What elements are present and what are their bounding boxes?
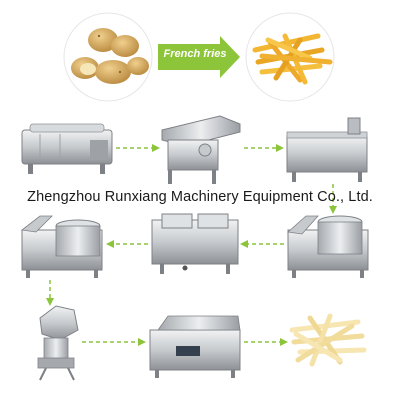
potato-circle: [63, 12, 153, 102]
dewatering-icon: [287, 215, 369, 278]
fries-illustration: [245, 12, 335, 102]
deoiling-icon: [21, 215, 103, 278]
raw-potatoes-illustration: [63, 12, 153, 102]
flow-arrows: [46, 144, 337, 346]
vacuum-packer-icon: [149, 315, 241, 378]
blancher-icon: [286, 117, 368, 182]
seasoning-icon: [37, 305, 79, 381]
french-fries-banner: [158, 36, 240, 78]
french-fries-label: French fries: [163, 48, 227, 60]
cutter-icon: [161, 115, 241, 184]
fries-pile-icon: [252, 33, 333, 85]
potato-pile-icon: [71, 28, 149, 84]
company-caption: Zhengzhou Runxiang Machinery Equipment C…: [27, 189, 373, 205]
fryer-icon: [151, 213, 239, 274]
washer-peeler-icon: [21, 123, 113, 174]
finished-fries-icon: [289, 313, 367, 367]
